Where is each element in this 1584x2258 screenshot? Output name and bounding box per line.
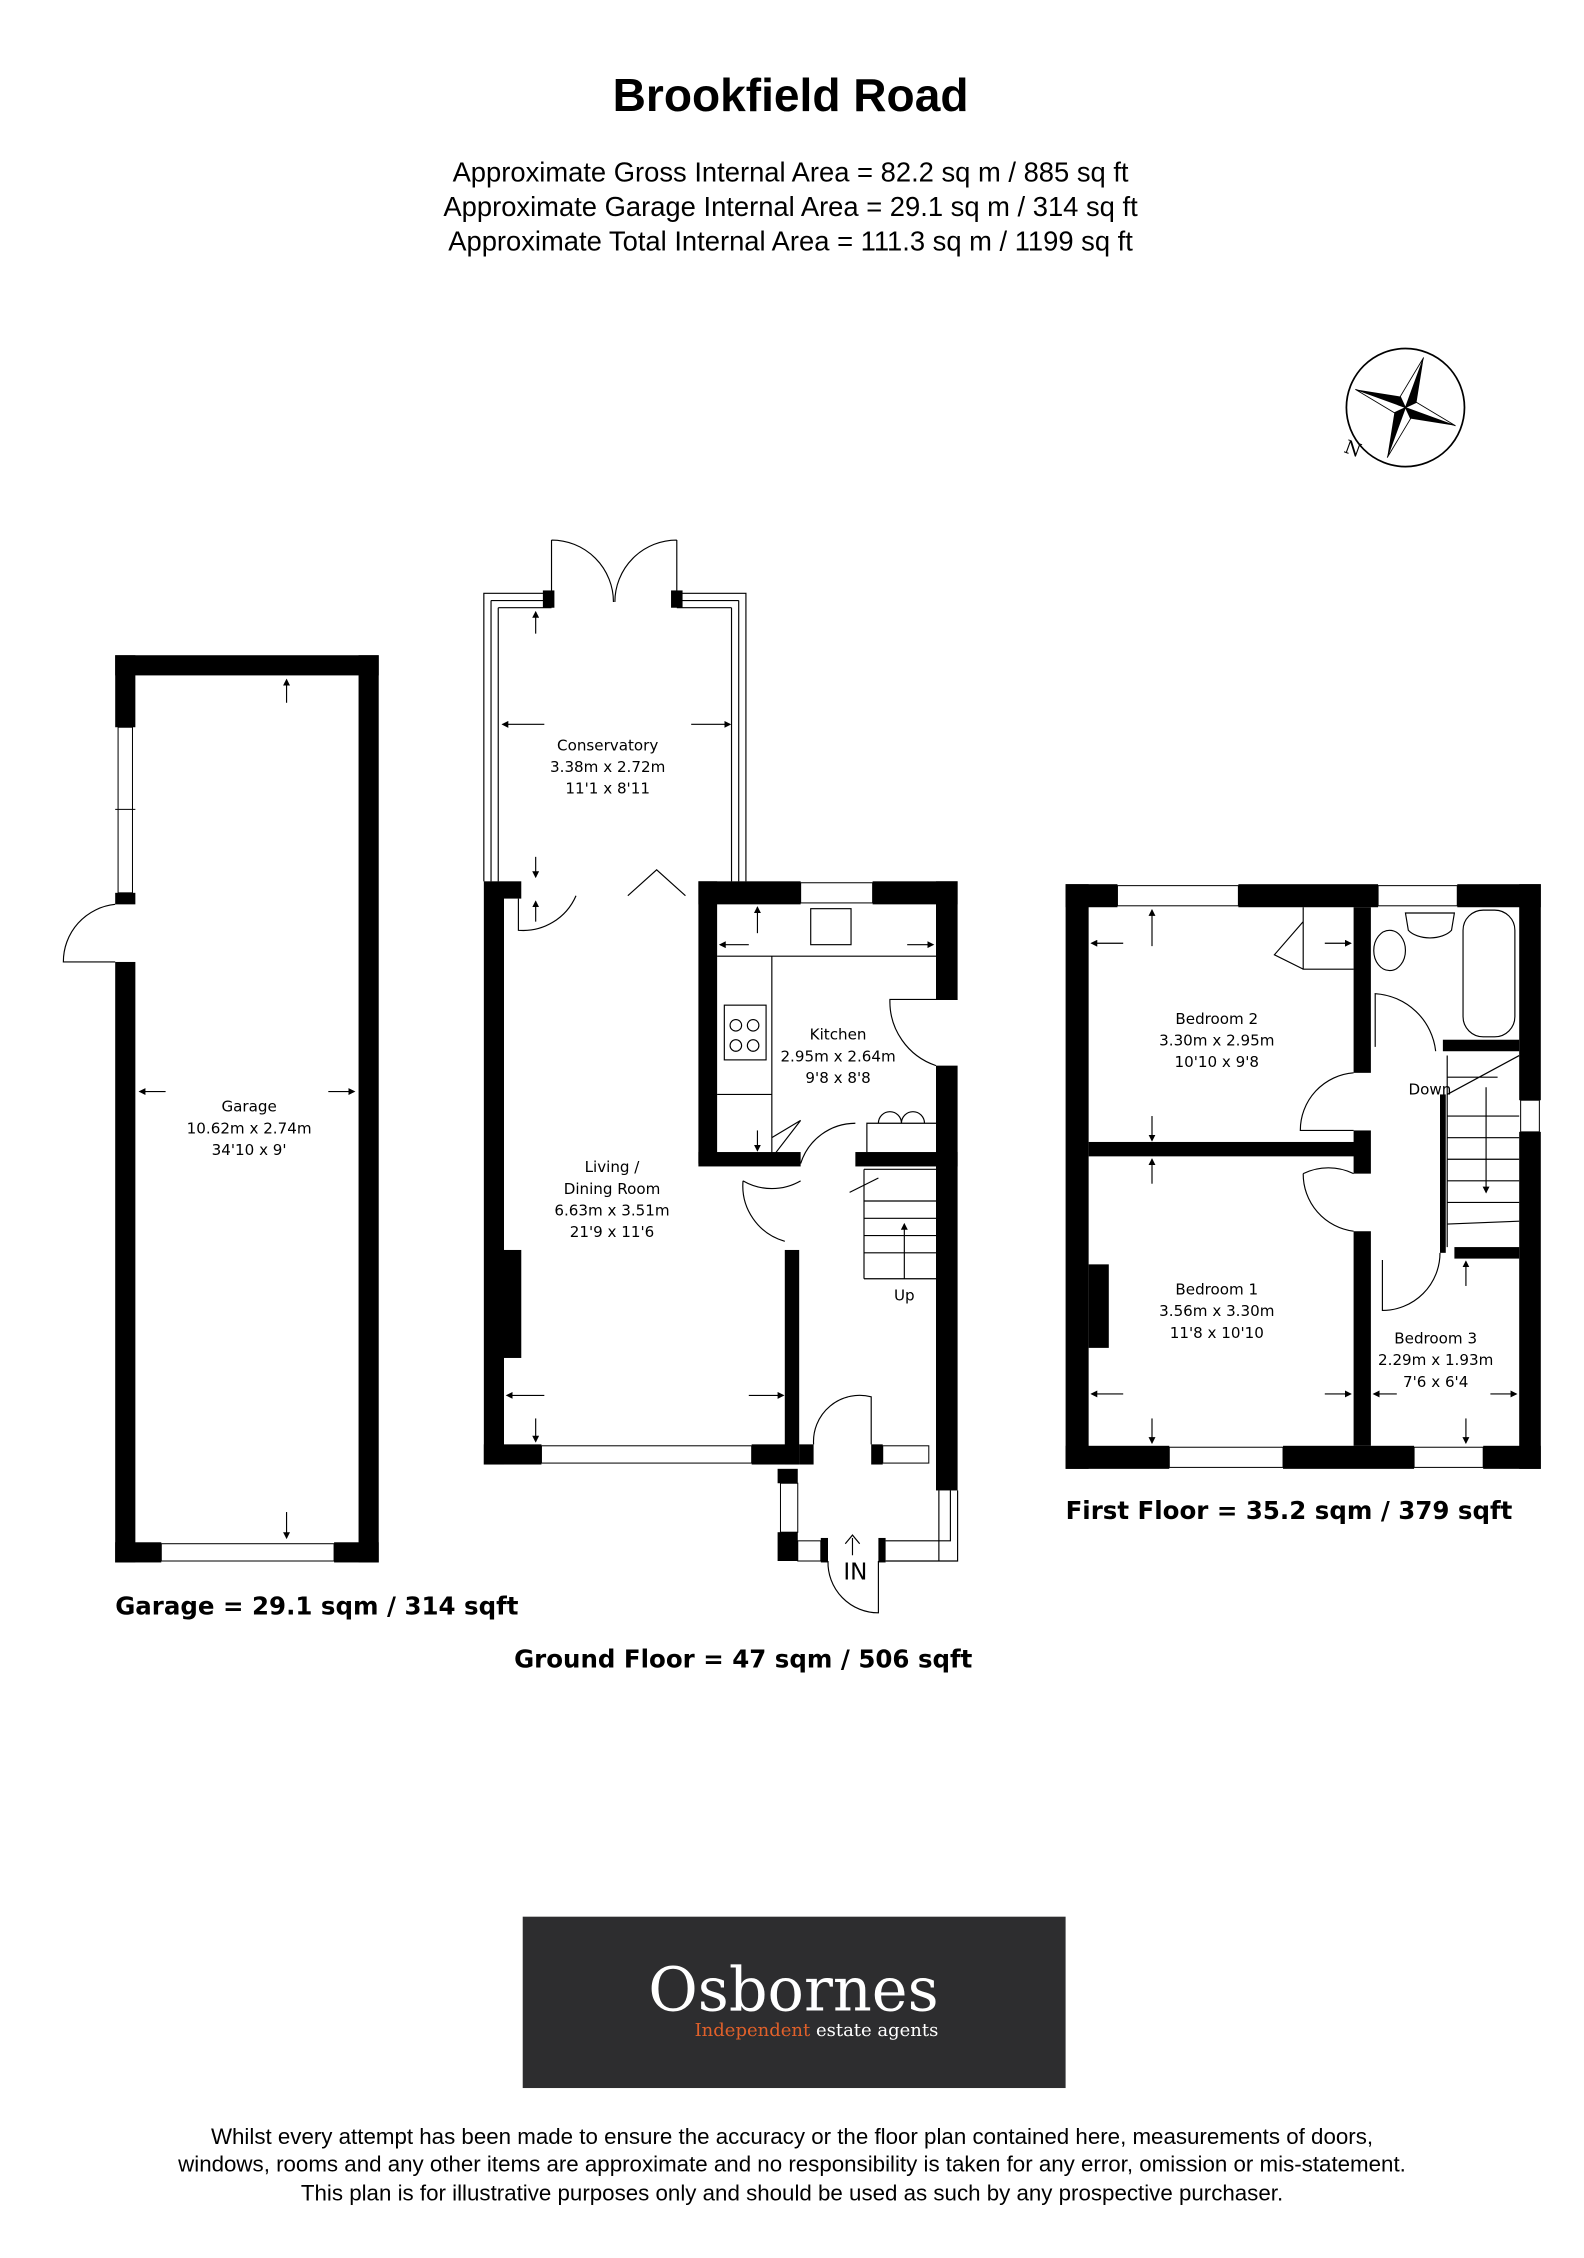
ground-floor-plan: Up IN Conservatory 3.38m x 2.72m 11'1 x … [483, 539, 959, 1614]
garage-plan: Garage 10.62m x 2.74m 34'10 x 9' [62, 655, 379, 1563]
kitchen-window [800, 882, 874, 904]
bedroom3-name: Bedroom 3 [1394, 1330, 1477, 1348]
bedroom2-door [1299, 1072, 1354, 1132]
front-inner-door [812, 1394, 872, 1445]
logo-brand: Osbornes [648, 1955, 938, 2025]
page-title: Brookfield Road [613, 69, 969, 121]
garage-side-door [62, 903, 116, 963]
garage-caption: Garage = 29.1 sqm / 314 sqft [115, 1591, 519, 1620]
bedroom1-name: Bedroom 1 [1175, 1281, 1258, 1299]
logo-tagline: Independent estate agents [695, 2020, 939, 2041]
basin-icon [1404, 912, 1456, 939]
front-entrance-door [827, 1560, 879, 1614]
garage-room-metric: 10.62m x 2.74m [187, 1119, 312, 1137]
living-room-name-line2: Dining Room [564, 1180, 661, 1198]
first-floor-stairs [1446, 1055, 1520, 1248]
bedroom2-name: Bedroom 2 [1175, 1010, 1258, 1028]
toilet-icon [1373, 929, 1407, 972]
chimney-breast-upstairs [1088, 1264, 1109, 1348]
bathroom-door [1374, 993, 1437, 1052]
hall-to-living-door [742, 1180, 801, 1242]
logo-tagline-rest: estate agents [810, 2020, 938, 2041]
kitchen-metric: 2.95m x 2.64m [780, 1047, 895, 1065]
conservatory-imperial: 11'1 x 8'11 [565, 779, 650, 797]
bedroom3-window [1413, 1446, 1484, 1468]
bedroom3-imperial: 7'6 x 6'4 [1403, 1373, 1468, 1391]
bedroom1-metric: 3.56m x 3.30m [1159, 1302, 1274, 1320]
disclaimer-line-3: This plan is for illustrative purposes o… [301, 2180, 1283, 2205]
living-room-name-line1: Living / [585, 1158, 641, 1176]
conservatory-french-doors [550, 539, 678, 602]
bedroom1-imperial: 11'8 x 10'10 [1170, 1324, 1264, 1342]
osbornes-logo: Osbornes Independent estate agents [522, 1916, 1066, 2089]
kitchen-name: Kitchen [810, 1026, 867, 1044]
sink-icon [810, 908, 852, 946]
hob-icon [723, 1004, 767, 1061]
bedroom1-door [1302, 1167, 1354, 1232]
living-room-metric: 6.63m x 3.51m [554, 1201, 669, 1219]
bedroom1-window [1168, 1446, 1284, 1468]
gross-area-text: Approximate Gross Internal Area = 82.2 s… [453, 156, 1129, 187]
bedroom2-imperial: 10'10 x 9'8 [1175, 1053, 1260, 1071]
entrance-in-label: IN [843, 1560, 867, 1586]
total-area-text: Approximate Total Internal Area = 111.3 … [448, 226, 1133, 257]
bedroom2-cupboard [1273, 907, 1354, 970]
conservatory-metric: 3.38m x 2.72m [550, 758, 665, 776]
bedroom3-door [1381, 1252, 1441, 1312]
chimney-breast [504, 1249, 522, 1358]
living-room-door [517, 895, 577, 932]
ground-floor-stairs [849, 1168, 936, 1280]
first-floor-plan: Down Bedroom 2 3.30m x 2.95m 10'10 x 9'8… [1065, 884, 1541, 1469]
garage-area-text: Approximate Garage Internal Area = 29.1 … [443, 191, 1138, 222]
living-room-imperial: 21'9 x 11'6 [570, 1223, 655, 1241]
bedroom2-metric: 3.30m x 2.95m [1159, 1031, 1274, 1049]
garage-room-imperial: 34'10 x 9' [212, 1141, 287, 1159]
bath-icon [1462, 909, 1516, 1038]
garage-room-name: Garage [221, 1098, 276, 1116]
kitchen-imperial: 9'8 x 8'8 [805, 1069, 870, 1087]
first-floor-caption: First Floor = 35.2 sqm / 379 sqft [1066, 1496, 1513, 1525]
disclaimer-line-2: windows, rooms and any other items are a… [177, 2152, 1406, 2177]
garage-window [117, 726, 133, 894]
logo-background [522, 1916, 1066, 2089]
kitchen-back-door [889, 998, 958, 1067]
disclaimer-line-1: Whilst every attempt has been made to en… [211, 2124, 1373, 2149]
logo-tagline-accent: Independent [695, 2020, 811, 2041]
compass-rose-icon: N [1341, 347, 1466, 468]
garage-door [160, 1543, 335, 1562]
conservatory-name: Conservatory [557, 736, 658, 754]
stairs-down-label: Down [1409, 1080, 1452, 1098]
compass-north-label: N [1341, 437, 1364, 462]
ground-floor-caption: Ground Floor = 47 sqm / 506 sqft [514, 1645, 973, 1674]
stairs-up-label: Up [894, 1286, 915, 1304]
bedroom2-window [1116, 885, 1239, 907]
bedroom3-metric: 2.29m x 1.93m [1378, 1351, 1493, 1369]
living-room-window [540, 1445, 753, 1464]
bathroom-window [1377, 885, 1458, 907]
